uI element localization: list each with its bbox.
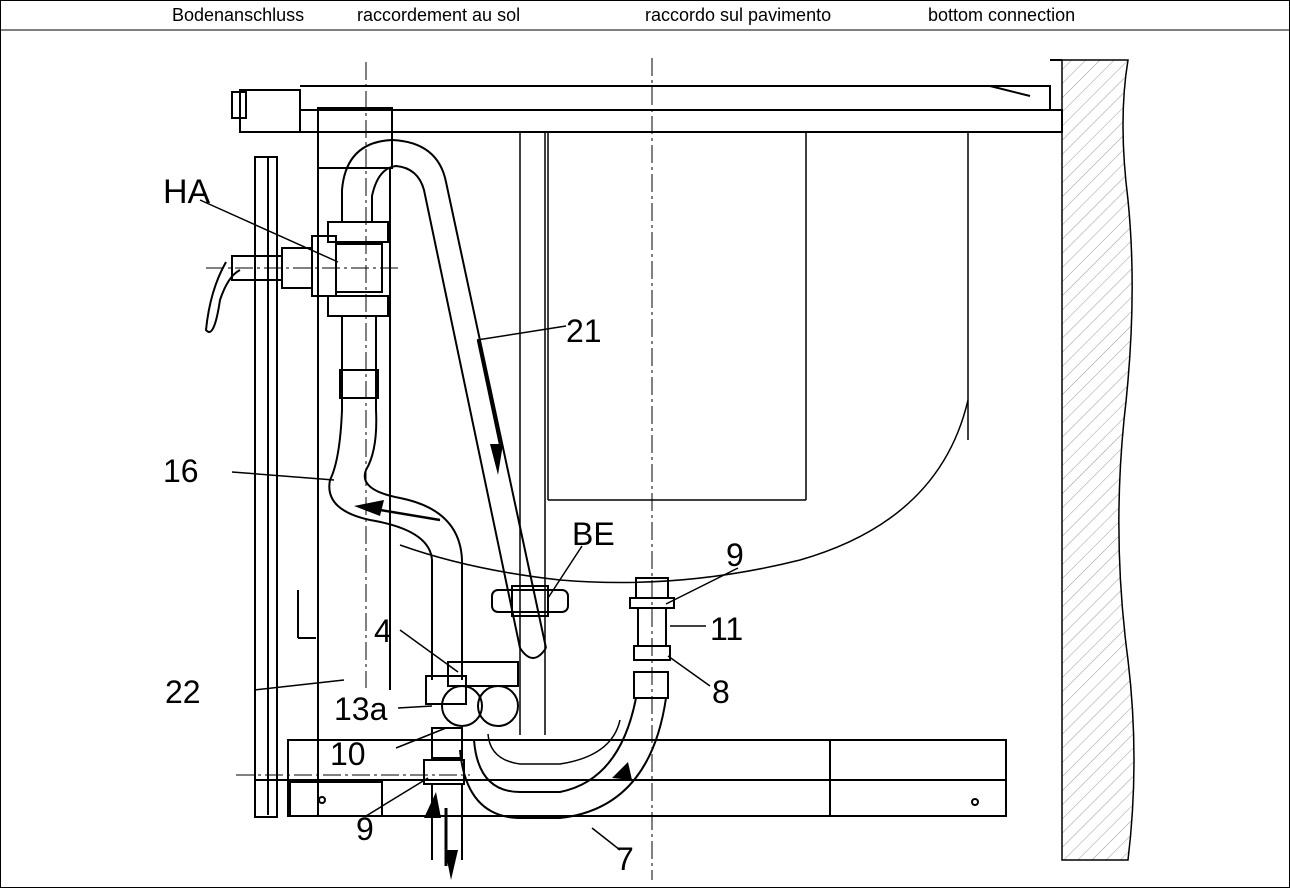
- label-ha: HA: [163, 173, 211, 211]
- header-label-german: Bodenanschluss: [172, 5, 305, 25]
- hose-7: [459, 671, 669, 819]
- label-10: 10: [330, 736, 366, 772]
- flow-arrow-down: [490, 444, 503, 475]
- wall: [1061, 59, 1135, 861]
- supply-return-pipes: [431, 784, 463, 866]
- drain-fitting-be: [491, 585, 569, 617]
- hose-16: [328, 316, 463, 680]
- label-16: 16: [163, 453, 199, 489]
- label-11: 11: [710, 611, 743, 647]
- header-label-italian: raccordo sul pavimento: [645, 5, 832, 25]
- kettle-body: [399, 132, 969, 735]
- hose-21: [341, 138, 547, 659]
- label-be: BE: [572, 516, 615, 552]
- label-7: 7: [616, 841, 634, 877]
- centerlines: [206, 58, 653, 880]
- label-13a: 13a: [334, 691, 388, 727]
- flow-arrow-down-bottom: [445, 850, 458, 880]
- bottom-rail: [287, 739, 1007, 817]
- flow-arrow-left: [354, 500, 384, 516]
- top-rail: [231, 59, 1063, 133]
- label-8: 8: [712, 674, 730, 710]
- header-label-french: raccordement au sol: [357, 5, 521, 25]
- flow-arrow-curve: [612, 762, 632, 780]
- label-21: 21: [566, 313, 602, 349]
- leader-lines: [199, 199, 739, 851]
- right-connection: [629, 577, 675, 661]
- label-22: 22: [165, 674, 201, 710]
- t-fitting: [423, 661, 519, 785]
- valve-handle: [204, 221, 389, 333]
- label-9-bottom: 9: [356, 811, 374, 847]
- label-4: 4: [374, 613, 392, 649]
- label-9-top: 9: [726, 537, 744, 573]
- flow-arrow-up: [424, 792, 441, 818]
- header-label-english: bottom connection: [928, 5, 1076, 25]
- left-frame: [254, 107, 430, 818]
